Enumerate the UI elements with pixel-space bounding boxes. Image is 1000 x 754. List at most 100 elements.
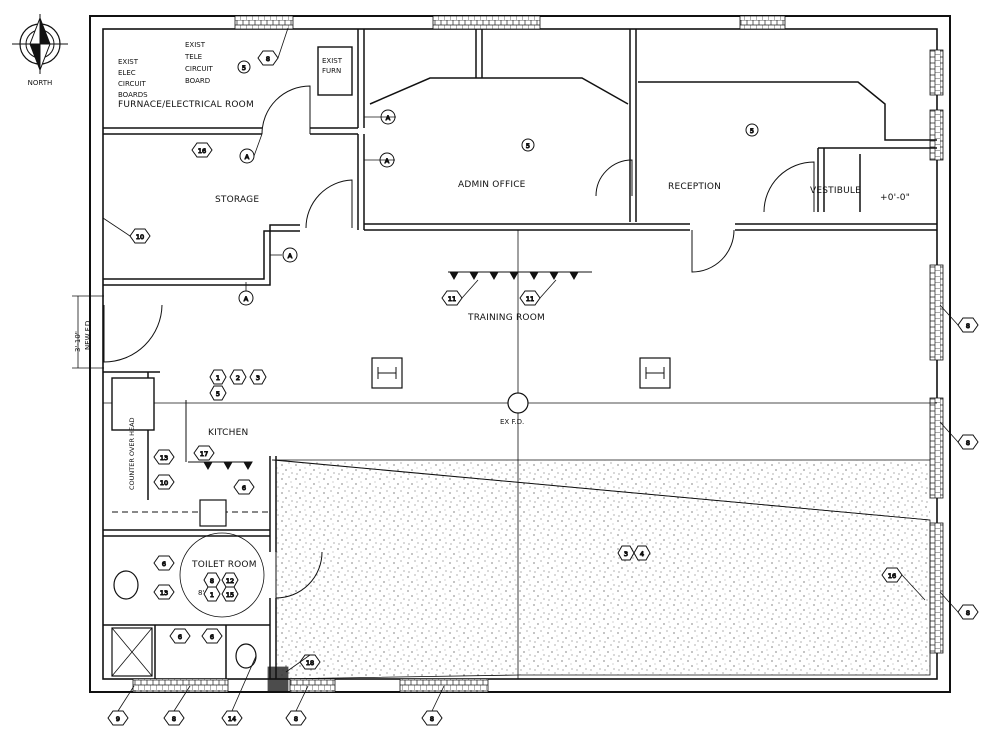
north-label: NORTH	[28, 79, 53, 87]
svg-text:5: 5	[216, 390, 220, 398]
svg-text:5: 5	[526, 142, 530, 150]
tag-5-training: 5	[209, 385, 227, 401]
tag-6-shower: 6	[169, 628, 191, 644]
svg-text:13: 13	[160, 589, 168, 597]
tag-14-bottom: 14	[221, 710, 243, 726]
svg-text:17: 17	[200, 450, 208, 458]
note-exist-furn-2: FURN	[322, 67, 341, 75]
svg-text:6: 6	[210, 633, 214, 641]
tag-17-kitchen: 17	[193, 445, 215, 461]
tag-10-storage: 10	[129, 228, 151, 244]
svg-text:10: 10	[160, 479, 168, 487]
label-toilet-room: TOILET ROOM	[191, 560, 257, 570]
note-ex-fd: EX F.D.	[500, 418, 524, 426]
note-exist-elec-4: BOARDS	[118, 91, 148, 99]
svg-text:6: 6	[178, 633, 182, 641]
north-arrow: NORTH	[12, 14, 68, 87]
note-exist-tele-4: BOARD	[185, 77, 210, 85]
svg-text:10: 10	[136, 233, 144, 241]
tag-8-top: 8	[257, 50, 279, 66]
svg-text:8: 8	[966, 439, 970, 447]
svg-text:3: 3	[256, 374, 260, 382]
tag-2-training: 2	[229, 369, 247, 385]
svg-text:6: 6	[162, 560, 166, 568]
tag-8-toilet-a: 8	[203, 572, 221, 588]
svg-text:8: 8	[294, 715, 298, 723]
svg-text:1: 1	[210, 591, 214, 599]
tag-1-toilet: 1	[203, 586, 221, 602]
note-new-fd: NEW F.D.	[84, 318, 92, 350]
svg-text:2: 2	[236, 374, 240, 382]
svg-text:8: 8	[266, 55, 270, 63]
tag-5-reception: 5	[745, 123, 759, 137]
label-training-room: TRAINING ROOM	[467, 313, 545, 323]
tag-18-bottom: 18	[299, 654, 321, 670]
room-labels: FURNACE/ELECTRICAL ROOM STORAGE ADMIN OF…	[118, 100, 861, 570]
tag-12-toilet: 12	[221, 572, 239, 588]
svg-text:1: 1	[216, 374, 220, 382]
svg-text:9: 9	[116, 715, 120, 723]
svg-text:16: 16	[198, 147, 206, 155]
door-swings	[103, 85, 815, 599]
svg-text:8: 8	[172, 715, 176, 723]
svg-text:16: 16	[888, 572, 896, 580]
leader-lines	[102, 27, 959, 712]
svg-text:A: A	[245, 153, 250, 161]
label-kitchen: KITCHEN	[208, 428, 248, 438]
note-exist-elec-1: EXIST	[118, 58, 139, 66]
svg-text:5: 5	[242, 64, 246, 72]
equipment	[111, 46, 671, 677]
tag-8-bottom-3: 8	[421, 710, 443, 726]
svg-text:8: 8	[210, 577, 214, 585]
svg-text:8: 8	[430, 715, 434, 723]
svg-text:5: 5	[750, 127, 754, 135]
svg-text:14: 14	[228, 715, 236, 723]
tag-8-right-1: 8	[957, 317, 979, 333]
tag-A-2: A	[239, 148, 255, 164]
tag-10-kitchen: 10	[153, 474, 175, 490]
tag-8-right-3: 8	[957, 604, 979, 620]
tag-16-slab: 16	[881, 567, 903, 583]
tag-8-bottom-2: 8	[285, 710, 307, 726]
label-vestibule: VESTIBULE	[810, 186, 861, 196]
svg-text:8: 8	[966, 322, 970, 330]
svg-text:3: 3	[624, 550, 628, 558]
svg-text:11: 11	[448, 295, 456, 303]
label-furnace-room: FURNACE/ELECTRICAL ROOM	[118, 100, 254, 110]
svg-text:A: A	[386, 114, 391, 122]
tag-8-right-2: 8	[957, 434, 979, 450]
tag-3-training: 3	[249, 369, 267, 385]
tag-11-right: 11	[519, 290, 541, 306]
svg-text:12: 12	[226, 577, 234, 585]
note-exist-elec-2: ELEC	[118, 69, 136, 77]
svg-text:4: 4	[640, 550, 644, 558]
svg-text:6: 6	[242, 484, 246, 492]
tag-11-left: 11	[441, 290, 463, 306]
note-elevation: +0'-0"	[880, 193, 910, 203]
svg-text:A: A	[385, 157, 390, 165]
windows	[132, 15, 944, 693]
tag-1-training: 1	[209, 369, 227, 385]
note-counter: COUNTER OVER HEAD	[128, 417, 136, 490]
tag-A-5: A	[238, 290, 254, 306]
tag-3-slab: 3	[617, 545, 635, 561]
floor-drain-symbol	[507, 392, 529, 414]
tag-13-toilet: 13	[153, 584, 175, 600]
label-reception: RECEPTION	[668, 182, 721, 192]
tag-9-bottom: 9	[107, 710, 129, 726]
tag-8-bottom-1: 8	[163, 710, 185, 726]
tag-5-furnace: 5	[237, 60, 251, 74]
svg-text:A: A	[244, 295, 249, 303]
tag-6-sink: 6	[201, 628, 223, 644]
svg-text:15: 15	[226, 591, 234, 599]
svg-text:13: 13	[160, 454, 168, 462]
label-admin-office: ADMIN OFFICE	[458, 180, 526, 190]
note-exist-elec-3: CIRCUIT	[118, 80, 147, 88]
tag-5-admin: 5	[521, 138, 535, 152]
note-exist-furn-1: EXIST	[322, 57, 343, 65]
note-exist-tele-2: TELE	[184, 53, 202, 61]
tag-4-slab: 4	[633, 545, 651, 561]
tag-15-toilet: 15	[221, 586, 239, 602]
svg-text:18: 18	[306, 659, 314, 667]
